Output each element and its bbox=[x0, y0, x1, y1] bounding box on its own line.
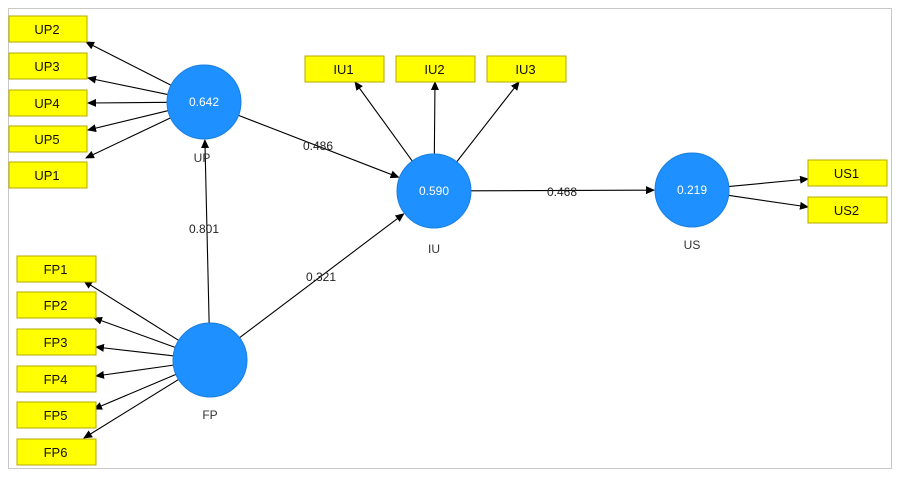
loading-arrow-fp1 bbox=[83, 280, 181, 342]
loading-arrow-iu3 bbox=[455, 81, 520, 164]
indicator-fp5[interactable]: FP5 bbox=[16, 401, 97, 429]
indicator-fp3[interactable]: FP3 bbox=[16, 328, 97, 356]
indicator-label: US1 bbox=[834, 166, 859, 181]
indicator-label: FP6 bbox=[44, 445, 68, 460]
indicator-box[interactable] bbox=[16, 401, 97, 429]
indicator-box[interactable] bbox=[16, 328, 97, 356]
indicator-fp6[interactable]: FP6 bbox=[16, 438, 97, 466]
path-arrow-fp-up bbox=[201, 138, 210, 324]
indicator-iu1[interactable]: IU1 bbox=[304, 55, 385, 83]
diagram-canvas bbox=[8, 8, 892, 469]
construct-name: UP bbox=[194, 151, 211, 165]
indicator-label: UP3 bbox=[34, 59, 59, 74]
indicator-up5[interactable]: UP5 bbox=[8, 125, 88, 153]
loading-arrow-up2 bbox=[85, 41, 174, 87]
indicator-up3[interactable]: UP3 bbox=[8, 52, 88, 80]
loading-arrow-fp2 bbox=[93, 316, 178, 349]
loading-arrow-up4 bbox=[87, 98, 170, 107]
indicator-iu2[interactable]: IU2 bbox=[395, 55, 476, 83]
path-coefficient-up-iu: 0.486 bbox=[303, 139, 333, 153]
path-arrow-fp-iu bbox=[239, 213, 405, 339]
indicator-box[interactable] bbox=[16, 255, 97, 283]
indicator-iu3[interactable]: IU3 bbox=[486, 55, 567, 83]
loading-arrow-us2 bbox=[726, 194, 809, 210]
construct-fp[interactable]: FP bbox=[172, 322, 248, 422]
indicator-label: UP1 bbox=[34, 168, 59, 183]
construct-circle[interactable] bbox=[396, 153, 472, 229]
indicator-box[interactable] bbox=[16, 365, 97, 393]
indicator-box[interactable] bbox=[8, 15, 88, 43]
indicator-box[interactable] bbox=[8, 125, 88, 153]
construct-circle[interactable] bbox=[654, 152, 730, 228]
indicator-up4[interactable]: UP4 bbox=[8, 89, 88, 117]
indicator-label: FP5 bbox=[44, 408, 68, 423]
construct-r-squared: 0.219 bbox=[677, 183, 707, 197]
indicator-fp1[interactable]: FP1 bbox=[16, 255, 97, 283]
construct-r-squared: 0.642 bbox=[189, 95, 219, 109]
indicator-up2[interactable]: UP2 bbox=[8, 15, 88, 43]
indicator-label: UP4 bbox=[34, 96, 59, 111]
path-arrow-up-iu bbox=[238, 114, 400, 179]
indicator-label: IU1 bbox=[333, 62, 353, 77]
indicator-label: FP4 bbox=[44, 372, 68, 387]
indicator-box[interactable] bbox=[486, 55, 567, 83]
indicator-box[interactable] bbox=[807, 159, 888, 187]
path-coefficient-fp-iu: 0.321 bbox=[306, 270, 336, 284]
construct-r-squared: 0.590 bbox=[419, 184, 449, 198]
indicator-label: UP2 bbox=[34, 22, 59, 37]
indicator-us1[interactable]: US1 bbox=[807, 159, 888, 187]
indicator-box[interactable] bbox=[8, 89, 88, 117]
path-coefficient-iu-us: 0.468 bbox=[547, 185, 577, 199]
indicator-box[interactable] bbox=[304, 55, 385, 83]
indicator-label: FP2 bbox=[44, 298, 68, 313]
indicator-label: FP3 bbox=[44, 335, 68, 350]
indicator-label: UP5 bbox=[34, 132, 59, 147]
loading-arrow-iu2 bbox=[430, 81, 439, 157]
indicator-label: FP1 bbox=[44, 262, 68, 277]
indicator-box[interactable] bbox=[16, 438, 97, 466]
path-coefficient-fp-up: 0.801 bbox=[189, 222, 219, 236]
loading-arrow-iu1 bbox=[354, 81, 414, 163]
indicator-label: US2 bbox=[834, 203, 859, 218]
loading-arrow-up3 bbox=[87, 75, 170, 96]
loading-arrow-us1 bbox=[726, 175, 809, 188]
indicator-up1[interactable]: UP1 bbox=[8, 161, 88, 189]
indicator-box[interactable] bbox=[16, 291, 97, 319]
loading-arrow-up1 bbox=[85, 116, 173, 159]
indicator-label: IU3 bbox=[515, 62, 535, 77]
construct-name: US bbox=[684, 238, 701, 252]
indicator-fp2[interactable]: FP2 bbox=[16, 291, 97, 319]
loading-arrow-fp5 bbox=[93, 373, 178, 410]
indicator-box[interactable] bbox=[395, 55, 476, 83]
construct-name: IU bbox=[428, 242, 440, 256]
loading-arrow-fp3 bbox=[95, 343, 176, 357]
construct-circle[interactable] bbox=[166, 64, 242, 140]
construct-name: FP bbox=[202, 408, 217, 422]
indicator-box[interactable] bbox=[8, 161, 88, 189]
indicator-us2[interactable]: US2 bbox=[807, 196, 888, 224]
indicator-box[interactable] bbox=[8, 52, 88, 80]
loading-arrow-fp4 bbox=[95, 364, 176, 379]
loading-arrow-fp6 bbox=[83, 377, 181, 439]
indicator-fp4[interactable]: FP4 bbox=[16, 365, 97, 393]
loading-arrow-up5 bbox=[87, 109, 171, 133]
construct-circle[interactable] bbox=[172, 322, 248, 398]
indicator-box[interactable] bbox=[807, 196, 888, 224]
path-arrow-iu-us bbox=[470, 186, 656, 195]
indicator-label: IU2 bbox=[424, 62, 444, 77]
